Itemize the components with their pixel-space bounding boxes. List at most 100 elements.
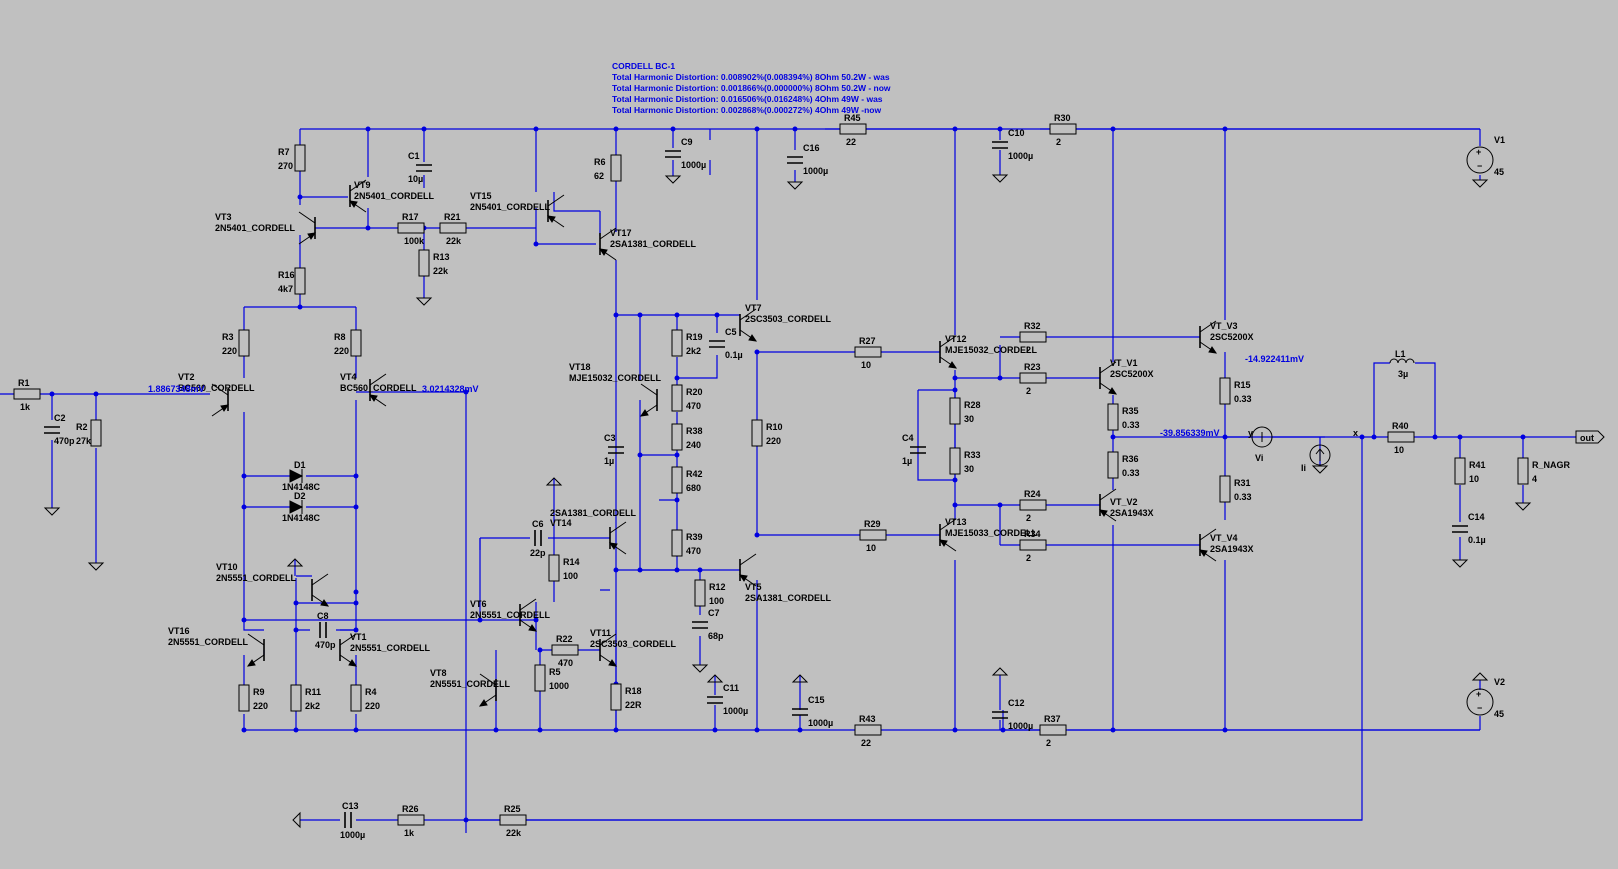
transistor-model: 2SC5200X: [1210, 332, 1254, 342]
output-port[interactable]: out: [1575, 430, 1605, 444]
diode-D2[interactable]: D2 1N4148C: [282, 491, 321, 523]
resistor-value: 2k2: [305, 701, 320, 711]
resistor-value: 0.33: [1122, 420, 1140, 430]
voltage-source-V2[interactable]: + − V2 45: [1466, 677, 1505, 719]
capacitor-c5[interactable]: C50.1µ: [709, 327, 743, 360]
inductor-L1[interactable]: L1 3µ: [1389, 349, 1415, 379]
diode-D1[interactable]: D1 1N4148C: [282, 460, 321, 492]
resistor-name: R14: [563, 557, 580, 567]
voltage-source-V1[interactable]: + − V1 45: [1466, 135, 1505, 177]
voltage-source-Vi[interactable]: Vi: [1251, 426, 1273, 463]
resistor-value: 1k: [20, 402, 31, 412]
resistor-value: 30: [964, 414, 974, 424]
svg-text:45: 45: [1494, 167, 1504, 177]
current-source-Ii[interactable]: Ii: [1301, 444, 1331, 473]
ground-symbols: [43, 174, 1532, 829]
transistor-name: VT_V4: [1210, 533, 1238, 543]
